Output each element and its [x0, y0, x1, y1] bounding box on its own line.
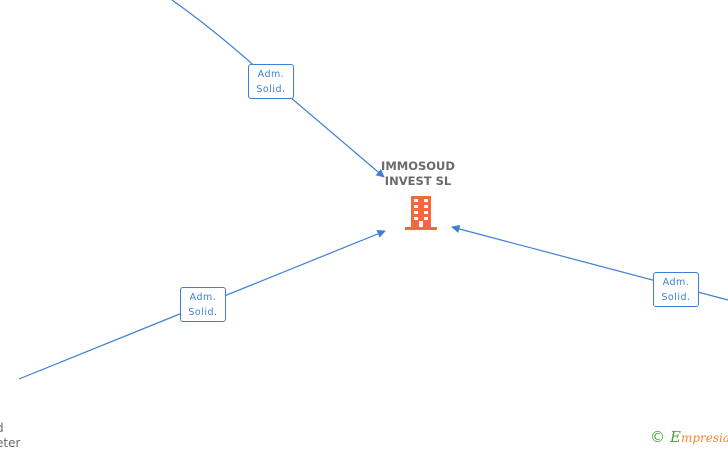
- relation-role: Adm.: [257, 69, 285, 80]
- brand-initial: E: [670, 428, 681, 446]
- relation-role: Adm.: [662, 277, 690, 288]
- relation-label-right[interactable]: Adm. Solid.: [653, 272, 699, 307]
- company-name[interactable]: IMMOSOUD INVEST SL: [358, 159, 478, 189]
- company-name-line2: INVEST SL: [384, 174, 452, 188]
- building-icon[interactable]: [405, 196, 437, 230]
- partial-node-label[interactable]: d eter: [0, 421, 20, 451]
- partial-node-line2: eter: [0, 436, 21, 450]
- relation-label-top-left[interactable]: Adm. Solid.: [248, 64, 294, 99]
- partial-node-line1: d: [0, 421, 20, 436]
- relation-label-bottom-left[interactable]: Adm. Solid.: [180, 287, 226, 322]
- company-name-line1: IMMOSOUD: [381, 159, 455, 173]
- brand-logo: Empresia: [670, 428, 728, 446]
- relation-type: Solid.: [256, 84, 286, 95]
- relation-type: Solid.: [661, 292, 691, 303]
- relation-type: Solid.: [188, 307, 218, 318]
- copyright-icon: ©: [650, 428, 665, 446]
- brand-name: mpresia: [680, 431, 728, 445]
- relation-role: Adm.: [189, 292, 217, 303]
- empresia-watermark: © Empresia: [650, 429, 728, 446]
